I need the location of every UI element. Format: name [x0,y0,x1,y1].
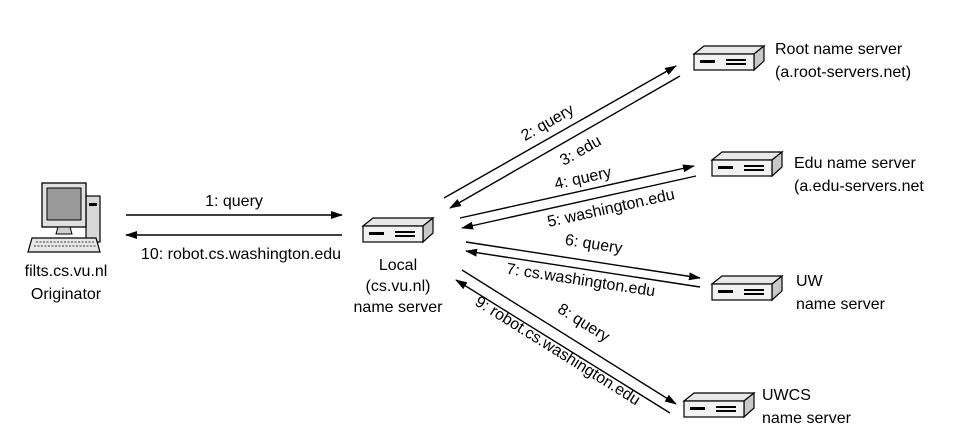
arrow-2-query [443,65,677,199]
edu-server-icon [710,150,784,178]
uwcs-server-label-2: name server [762,410,852,427]
computer-icon [27,182,101,253]
uw-server-label-1: UW [796,273,824,290]
arrow-7-response [465,248,701,288]
message-label-10: 10: robot.cs.washington.edu [141,246,341,263]
message-label-3: 3: edu [557,133,604,170]
root-server-label-2: (a.root-servers.net) [775,64,911,81]
local-server-label-1: Local [379,257,417,274]
edu-server-label-2: (a.edu-servers.net [794,178,924,195]
message-label-7: 7: cs.washington.edu [505,261,656,301]
message-label-5: 5: washington.edu [546,186,676,231]
local-server-label-3: name server [354,299,444,316]
uwcs-server-label-1: UWCS [762,387,811,404]
local-server-icon [361,216,435,244]
uw-server-icon [710,274,784,302]
originator-host-label: filts.cs.vu.nl [25,263,108,280]
arrow-8-query [461,269,677,405]
root-server-icon [692,44,766,72]
message-label-4: 4: query [553,164,613,193]
arrow-9-response [455,279,671,414]
root-server-label-1: Root name server [775,41,903,58]
message-label-6: 6: query [564,232,624,258]
local-server-label-2: (cs.vu.nl) [366,278,431,295]
arrow-5-response [461,175,697,230]
edu-server-label-1: Edu name server [794,155,917,172]
message-label-1: 1: query [205,193,263,210]
arrow-3-response [449,75,681,209]
message-label-8: 8: query [554,301,612,346]
uwcs-server-icon [682,391,756,419]
uw-server-label-2: name server [796,296,886,313]
originator-role-label: Originator [31,286,102,303]
arrow-6-query [465,241,701,281]
arrow-4-query [459,164,695,219]
